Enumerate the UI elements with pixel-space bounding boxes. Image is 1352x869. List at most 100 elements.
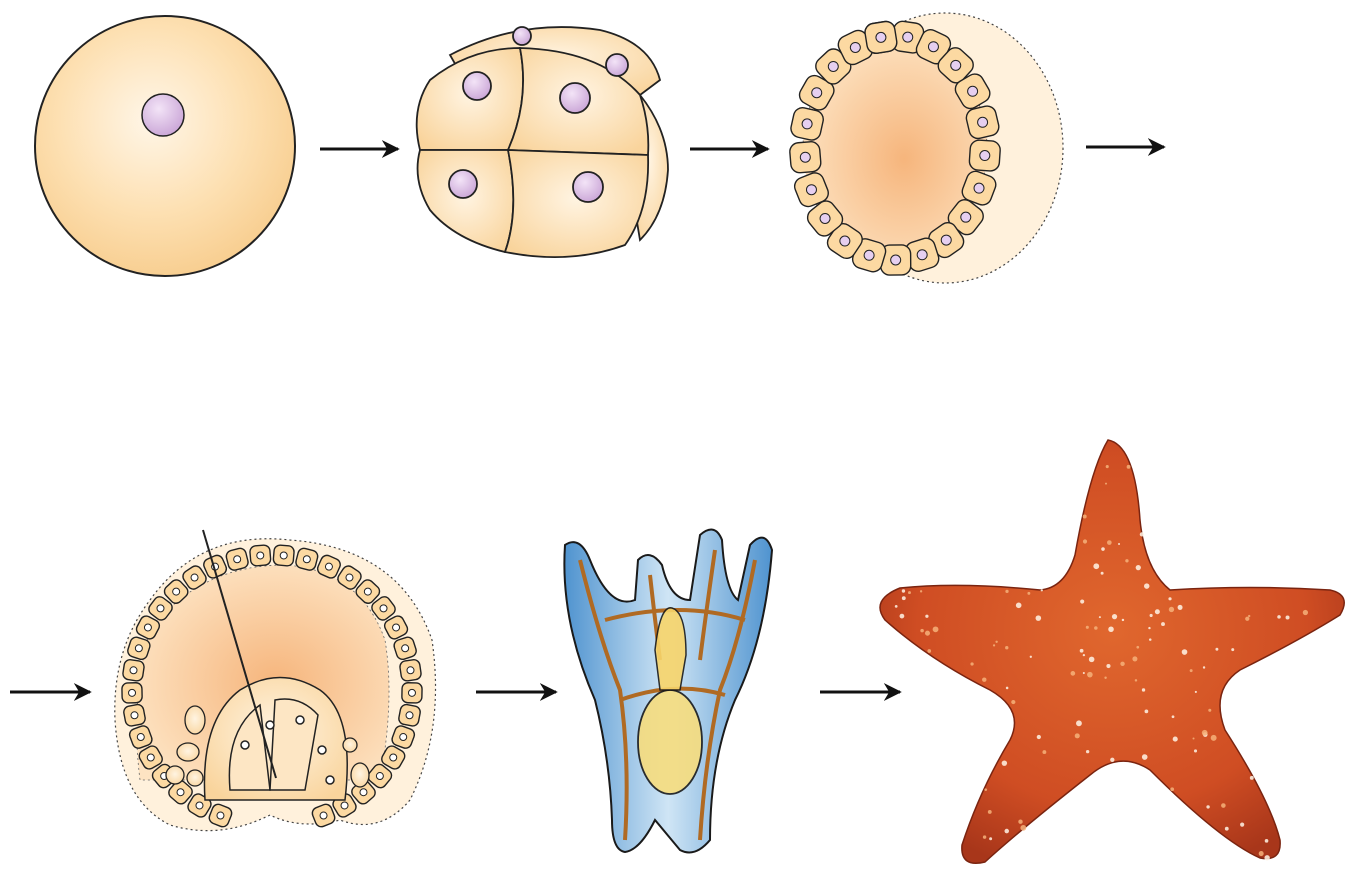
cell-nucleus (406, 712, 413, 719)
spine-dot (1107, 540, 1112, 545)
spine-dot (970, 662, 973, 665)
cell-nucleus (928, 42, 938, 52)
spine-dot (920, 590, 922, 592)
spine-dot (984, 788, 987, 791)
cell-bottom-right (505, 150, 648, 257)
spine-dot (1083, 672, 1085, 674)
nucleus (449, 170, 477, 198)
spine-dot (1135, 679, 1137, 681)
spine-dot (1076, 720, 1082, 726)
spine-dot (1136, 565, 1141, 570)
spine-dot (983, 835, 986, 838)
spine-dot (1170, 787, 1174, 791)
cell-nucleus (980, 151, 990, 161)
spine-dot (1112, 614, 1117, 619)
spine-dot (1105, 483, 1107, 485)
spine-dot (1231, 648, 1234, 651)
stage-gastrula (115, 530, 436, 831)
spine-dot (1099, 616, 1101, 618)
spine-dot (1083, 654, 1085, 656)
cell-nucleus (303, 556, 310, 563)
nucleus (463, 72, 491, 100)
spine-dot (1173, 737, 1178, 742)
cell-nucleus (840, 236, 850, 246)
cell-nucleus (144, 624, 151, 631)
spine-dot (1206, 805, 1209, 808)
spine-dot (1094, 626, 1098, 630)
spine-dot (1240, 823, 1244, 827)
spine-dot (900, 614, 905, 619)
spine-dot (1016, 602, 1022, 608)
stage-four-cell (417, 27, 668, 257)
spine-dot (1155, 609, 1160, 614)
spine-dot (1086, 750, 1089, 753)
cell-nucleus (173, 588, 180, 595)
cell-nucleus (217, 812, 224, 819)
nucleus (560, 83, 590, 113)
cell-nucleus (400, 734, 407, 741)
spine-dot (1005, 590, 1008, 593)
spine-dot (1142, 754, 1148, 760)
spine-dot (1211, 735, 1217, 741)
cell-nucleus (407, 667, 414, 674)
spine-dot (1193, 737, 1195, 739)
spine-dot (1248, 615, 1250, 617)
larva-stomach (638, 690, 702, 794)
cell-nucleus (876, 32, 886, 42)
cell-nucleus (941, 235, 951, 245)
spine-dot (1108, 626, 1114, 632)
spine-dot (1041, 589, 1043, 591)
spine-dot (1203, 666, 1205, 668)
stage-zygote (35, 16, 295, 276)
spine-dot (1169, 607, 1174, 612)
spine-dot (1101, 547, 1105, 551)
spine-dot (1089, 657, 1095, 663)
spine-dot (1264, 855, 1269, 860)
spine-dot (1259, 851, 1264, 856)
spine-dot (895, 605, 898, 608)
cell-nucleus (820, 213, 830, 223)
cell-nucleus (802, 119, 812, 129)
cell-nucleus (360, 789, 367, 796)
nucleus (606, 54, 628, 76)
spine-dot (1027, 592, 1030, 595)
cell-bottom-left (418, 150, 514, 252)
spine-dot (1006, 687, 1009, 690)
spine-dot (1178, 605, 1183, 610)
spine-dot (995, 641, 997, 643)
spine-dot (925, 631, 930, 636)
nucleus (513, 27, 531, 45)
nucleus (573, 172, 603, 202)
spine-dot (1140, 532, 1144, 536)
spine-dot (1118, 543, 1120, 545)
spine-dot (1142, 688, 1145, 691)
spine-dot (1122, 619, 1124, 621)
spine-dot (908, 591, 911, 594)
spine-dot (925, 615, 928, 618)
cell-nucleus (376, 773, 383, 780)
spine-dot (1225, 827, 1229, 831)
spine-dot (1011, 700, 1015, 704)
cell-nucleus (978, 117, 988, 127)
cell-nucleus (393, 624, 400, 631)
spine-dot (1020, 825, 1026, 831)
spine-dot (1148, 627, 1150, 629)
cell-nucleus (968, 86, 978, 96)
spine-dot (989, 837, 992, 840)
spine-dot (1030, 656, 1032, 658)
spine-dot (1087, 672, 1093, 678)
spine-dot (988, 810, 992, 814)
cell-nucleus (147, 754, 154, 761)
spine-dot (1086, 626, 1089, 629)
spine-dot (1132, 656, 1137, 661)
spine-dot (1106, 465, 1109, 468)
spine-dot (1215, 648, 1218, 651)
cell-nucleus (137, 734, 144, 741)
cell-nucleus (191, 574, 198, 581)
spine-dot (1083, 539, 1087, 543)
cell-nucleus (951, 60, 961, 70)
spine-dot (1075, 733, 1080, 738)
spine-dot (1080, 599, 1084, 603)
cell-nucleus (828, 61, 838, 71)
spine-dot (902, 589, 905, 592)
